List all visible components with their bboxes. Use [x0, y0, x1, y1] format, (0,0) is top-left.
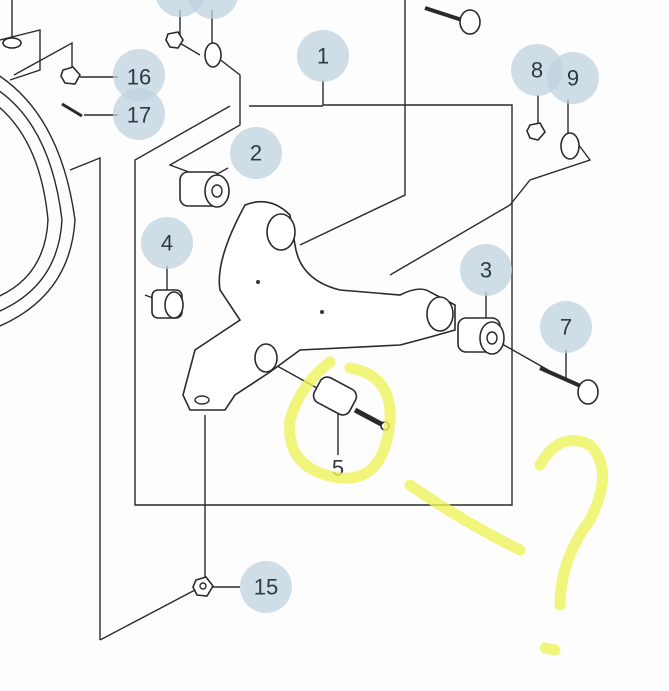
- nut-15: [192, 576, 214, 597]
- parts: [60, 6, 599, 597]
- washer-top: [204, 42, 222, 68]
- bolt-top: [424, 6, 481, 35]
- callout-16: 16: [127, 65, 151, 90]
- callout-1: 1: [317, 44, 329, 69]
- cotter-pin-17: [61, 102, 83, 118]
- callout-7: 7: [560, 315, 572, 340]
- callout-bubbles: [113, 0, 599, 613]
- bushing-3: [457, 317, 505, 355]
- callout-15: 15: [254, 575, 278, 600]
- washer-9: [560, 132, 580, 160]
- callout-17: 17: [127, 103, 151, 128]
- highlight-circle: [284, 356, 396, 484]
- nut-top-left: [165, 31, 184, 49]
- callout-3: 3: [480, 258, 492, 283]
- highlight-dot: [539, 642, 561, 656]
- callout-9: 9: [567, 66, 579, 91]
- highlighter-annotations: [284, 356, 608, 656]
- castle-nut-16: [60, 66, 81, 85]
- bolt-7: [539, 366, 599, 405]
- nut-8: [526, 122, 546, 141]
- highlight-stroke: [404, 479, 526, 556]
- highlight-question-mark: [534, 435, 608, 611]
- callout-2: 2: [250, 141, 262, 166]
- lower-control-arm: [182, 200, 456, 411]
- brake-disc-knuckle: [0, 0, 196, 641]
- callout-8: 8: [531, 58, 543, 83]
- bushing-4: [144, 289, 184, 319]
- bushing-2: [179, 171, 230, 208]
- callout-4: 4: [161, 231, 173, 256]
- ball-joint-5: [312, 376, 390, 431]
